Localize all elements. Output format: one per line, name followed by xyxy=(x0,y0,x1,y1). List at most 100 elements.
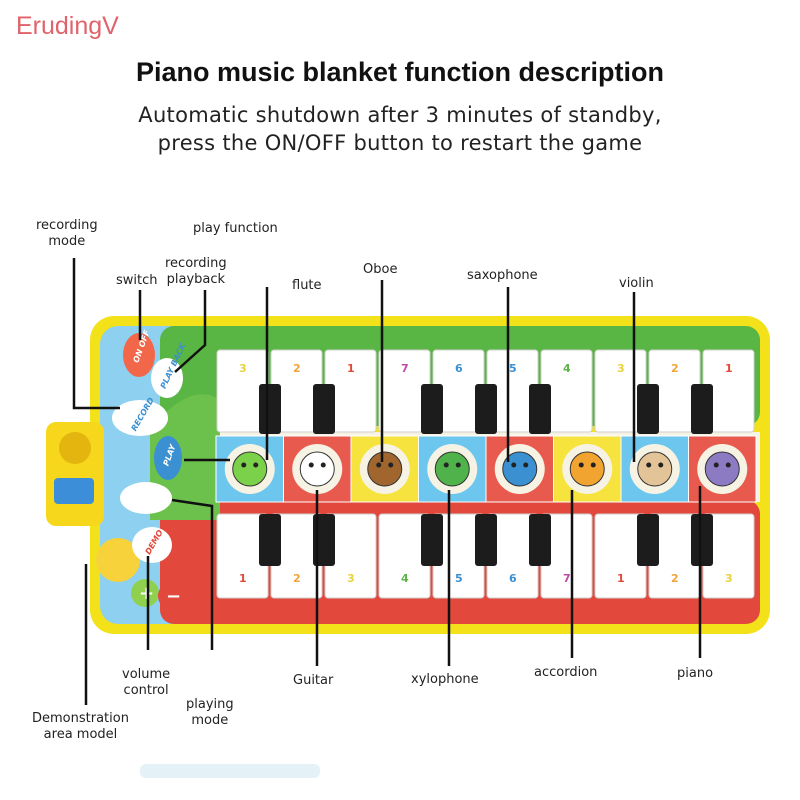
label-violin: violin xyxy=(619,276,654,291)
label-volume-control: volume control xyxy=(122,667,170,699)
animal-eye xyxy=(511,462,517,468)
top-key-number: 2 xyxy=(671,362,679,375)
bottom-black-key xyxy=(475,514,497,566)
bottom-black-key xyxy=(259,514,281,566)
top-key-number: 3 xyxy=(239,362,247,375)
animal-eye xyxy=(523,462,529,468)
label-recording-mode: recording mode xyxy=(36,218,98,250)
plus-text: + xyxy=(139,583,154,604)
volume-plus-button xyxy=(131,579,159,607)
animal-eye xyxy=(578,462,584,468)
subtitle-line-2: press the ON/OFF button to restart the g… xyxy=(157,131,643,155)
bottom-key-number: 2 xyxy=(293,572,301,585)
goat-violin-icon xyxy=(637,451,673,487)
top-key-number: 4 xyxy=(563,362,571,375)
animal-eye xyxy=(320,462,326,468)
label-recording-mode-line2: mode xyxy=(48,234,86,249)
label-volume-line2: control xyxy=(123,683,169,698)
top-key-number: 1 xyxy=(347,362,355,375)
bottom-key-number: 7 xyxy=(563,572,571,585)
label-recording-mode-line1: recording xyxy=(36,218,98,233)
label-switch: switch xyxy=(116,273,158,288)
bottom-black-key xyxy=(529,514,551,566)
brand-watermark: ErudingV xyxy=(16,12,119,40)
record-button xyxy=(112,400,168,436)
animal-eye xyxy=(725,462,731,468)
battery-window xyxy=(54,478,94,504)
top-key-number: 7 xyxy=(401,362,409,375)
top-black-key xyxy=(313,384,335,434)
bottom-key-number: 3 xyxy=(347,572,355,585)
bottom-black-keys xyxy=(259,514,713,566)
animal-eye xyxy=(241,462,247,468)
demo-button xyxy=(132,527,172,563)
top-black-key xyxy=(691,384,713,434)
label-accordion: accordion xyxy=(534,665,598,680)
animal-eye xyxy=(455,462,461,468)
bottom-black-key xyxy=(313,514,335,566)
top-black-key xyxy=(529,384,551,434)
top-key-number: 5 xyxy=(509,362,517,375)
top-black-key xyxy=(475,384,497,434)
bottom-key-number: 6 xyxy=(509,572,517,585)
label-xylophone: xylophone xyxy=(411,672,479,687)
bottom-black-key xyxy=(691,514,713,566)
instrument-tiles xyxy=(215,435,757,503)
animal-eye xyxy=(713,462,719,468)
elephant-saxophone-icon xyxy=(502,451,538,487)
subtitle-line-1: Automatic shutdown after 3 minutes of st… xyxy=(138,103,662,127)
label-saxophone: saxophone xyxy=(467,268,538,283)
bottom-key-number: 3 xyxy=(725,572,733,585)
label-piano: piano xyxy=(677,666,714,681)
label-demonstration: Demonstration area model xyxy=(32,711,129,743)
bottom-key-number: 5 xyxy=(455,572,463,585)
callout-lines xyxy=(72,258,702,705)
footer-blur xyxy=(140,764,320,778)
speaker-grill-icon xyxy=(59,432,91,464)
label-demo-line2: area model xyxy=(43,727,118,742)
top-black-key xyxy=(259,384,281,434)
label-guitar: Guitar xyxy=(293,673,334,688)
label-recording-playback-line2: playback xyxy=(166,272,226,287)
sun-icon xyxy=(96,538,140,582)
label-play-function: play function xyxy=(193,221,278,236)
bottom-white-keys: 1 2 3 4 5 6 7 1 2 3 xyxy=(216,513,755,599)
animal-eye xyxy=(646,462,652,468)
top-key-number: 2 xyxy=(293,362,301,375)
top-black-keys xyxy=(259,384,713,434)
bottom-key-number: 1 xyxy=(239,572,247,585)
label-playing-line2: mode xyxy=(191,713,229,728)
animal-eye xyxy=(388,462,394,468)
minus-text: − xyxy=(166,586,181,607)
page-title: Piano music blanket function description xyxy=(135,57,665,87)
mode-button xyxy=(120,482,172,514)
label-demo-line1: Demonstration xyxy=(32,711,129,726)
monkey-oboe-icon xyxy=(367,451,403,487)
crocodile-xylophone-icon xyxy=(434,451,470,487)
volume-minus-button xyxy=(158,582,186,610)
top-key-number: 1 xyxy=(725,362,733,375)
grass-hill xyxy=(150,394,220,520)
bottom-black-key xyxy=(637,514,659,566)
top-key-number: 3 xyxy=(617,362,625,375)
animal-eye xyxy=(590,462,596,468)
label-recording-playback-line1: recording xyxy=(165,256,227,271)
animal-eye xyxy=(443,462,449,468)
label-recording-playback: recording playback xyxy=(165,256,227,288)
bottom-key-number: 2 xyxy=(671,572,679,585)
bottom-key-number: 1 xyxy=(617,572,625,585)
bottom-black-key xyxy=(421,514,443,566)
top-black-key xyxy=(421,384,443,434)
label-playing-mode: playing mode xyxy=(186,697,234,729)
label-flute: flute xyxy=(292,278,322,293)
top-black-key xyxy=(637,384,659,434)
hippo-piano-icon xyxy=(704,451,740,487)
bottom-key-number: 4 xyxy=(401,572,409,585)
frog-flute-icon xyxy=(232,451,268,487)
animal-eye xyxy=(253,462,259,468)
label-playing-line1: playing xyxy=(186,697,234,712)
animal-eye xyxy=(308,462,314,468)
animal-eye xyxy=(658,462,664,468)
